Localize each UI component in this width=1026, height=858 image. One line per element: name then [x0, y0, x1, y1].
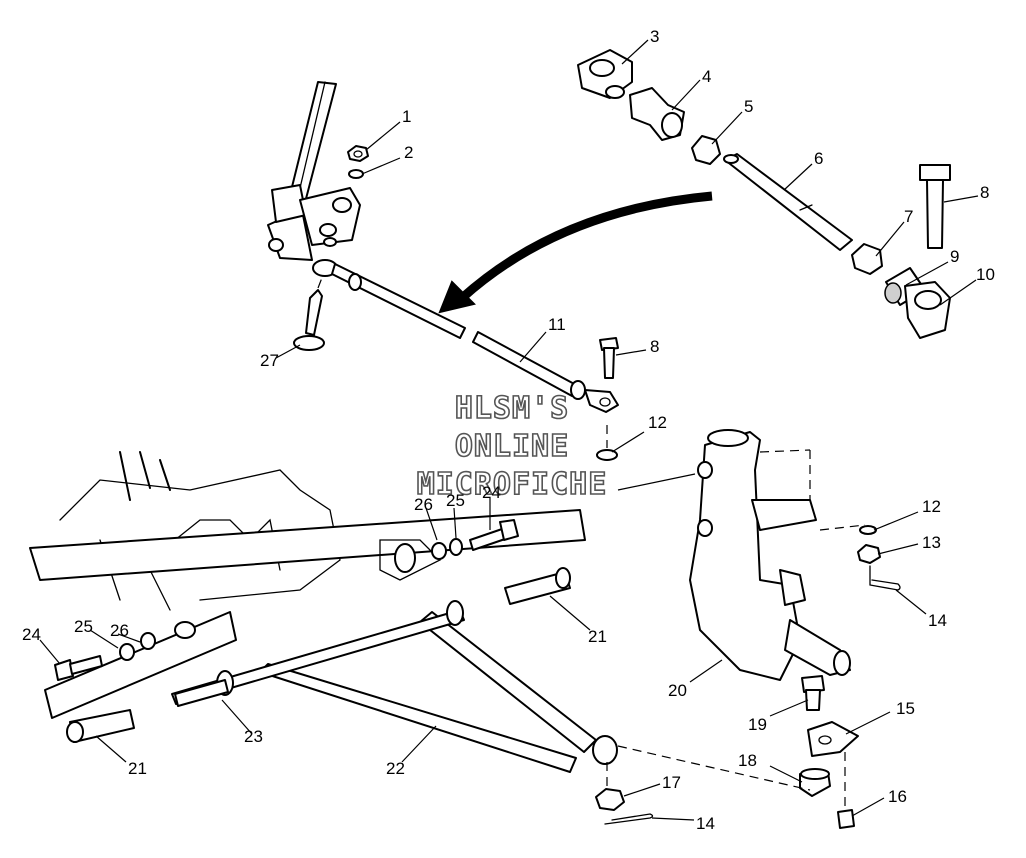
callout-2: 2: [404, 143, 413, 162]
callout-14-right: 14: [928, 611, 947, 630]
watermark: HLSM'S ONLINE MICROFICHE: [416, 390, 608, 503]
callout-23: 23: [244, 727, 263, 746]
part-19-bolt: [801, 675, 825, 711]
part-15-plate: [807, 721, 859, 757]
part-13-nut: [857, 544, 881, 564]
part-6-tube: [723, 153, 853, 251]
part-1-nut: [347, 145, 369, 162]
callout-16: 16: [888, 787, 907, 806]
callout-8-upper: 8: [980, 183, 989, 202]
part-26-washer-lower: [140, 632, 156, 650]
part-14-cotter-pin-lower: [604, 813, 654, 825]
leader-lines: [39, 39, 979, 821]
part-8-bolt-large: [919, 164, 951, 249]
callout-14-lower: 14: [696, 814, 715, 833]
part-22-a-arm: [171, 600, 618, 773]
frame: [29, 451, 586, 719]
callout-8-lower: 8: [650, 337, 659, 356]
callout-21-upper: 21: [588, 627, 607, 646]
part-24-bolt-upper: [469, 519, 519, 551]
steering-column: [267, 81, 361, 261]
callout-25-lower: 25: [74, 617, 93, 636]
callout-17: 17: [662, 773, 681, 792]
callout-13: 13: [922, 533, 941, 552]
part-21-bushing-upper: [504, 567, 571, 605]
callout-24-lower: 24: [22, 625, 41, 644]
part-21-bushing-lower: [66, 709, 135, 743]
callout-10: 10: [976, 265, 995, 284]
callout-21-lower: 21: [128, 759, 147, 778]
watermark-line-2: ONLINE: [455, 429, 569, 464]
callout-26-upper: 26: [414, 495, 433, 514]
watermark-line-3: MICROFICHE: [417, 467, 608, 502]
part-4-jam-nut: [629, 87, 685, 141]
part-12-washer: [596, 425, 618, 461]
part-25-washer-upper: [449, 538, 463, 556]
part-3-rod-end: [577, 49, 633, 99]
callout-22: 22: [386, 759, 405, 778]
part-26-washer-upper: [431, 542, 447, 560]
callout-4: 4: [702, 67, 711, 86]
part-16-screw: [837, 752, 855, 829]
callout-9: 9: [950, 247, 959, 266]
callout-5: 5: [744, 97, 753, 116]
assembly-arrow: [438, 191, 713, 314]
callout-numbers: 1 2 3 4 5 6 7 8 8 9 10 11 12 12 13 14 14…: [22, 27, 995, 833]
part-12-washer-right: [859, 525, 877, 535]
part-24-bolt-lower: [54, 655, 103, 681]
callout-1: 1: [402, 107, 411, 126]
part-18-ball-joint: [799, 768, 831, 797]
callout-20: 20: [668, 681, 687, 700]
callout-6: 6: [814, 149, 823, 168]
part-11-tie-rod: [312, 259, 619, 413]
callout-27: 27: [260, 351, 279, 370]
part-17-nut: [595, 762, 625, 811]
callout-11: 11: [548, 315, 566, 334]
callout-7: 7: [904, 207, 913, 226]
callout-19: 19: [748, 715, 767, 734]
watermark-line-1: HLSM'S: [455, 391, 569, 426]
part-27-bolt: [293, 269, 326, 351]
callout-24-upper: 24: [482, 483, 501, 502]
callout-15: 15: [896, 699, 915, 718]
part-2-washer: [348, 169, 364, 179]
callout-3: 3: [650, 27, 659, 46]
callout-26-lower: 26: [110, 621, 129, 640]
part-7-nut: [851, 243, 883, 275]
callout-18: 18: [738, 751, 757, 770]
callout-12-right: 12: [922, 497, 941, 516]
callout-12-upper: 12: [648, 413, 667, 432]
part-23-pivot-tube: [174, 679, 229, 707]
part-14-cotter-pin-right: [869, 565, 901, 591]
part-8-bolt-small: [599, 337, 619, 379]
part-25-washer-lower: [119, 643, 135, 661]
part-20-spindle: [689, 429, 851, 681]
callout-25-upper: 25: [446, 491, 465, 510]
part-10-rod-end: [904, 281, 951, 339]
